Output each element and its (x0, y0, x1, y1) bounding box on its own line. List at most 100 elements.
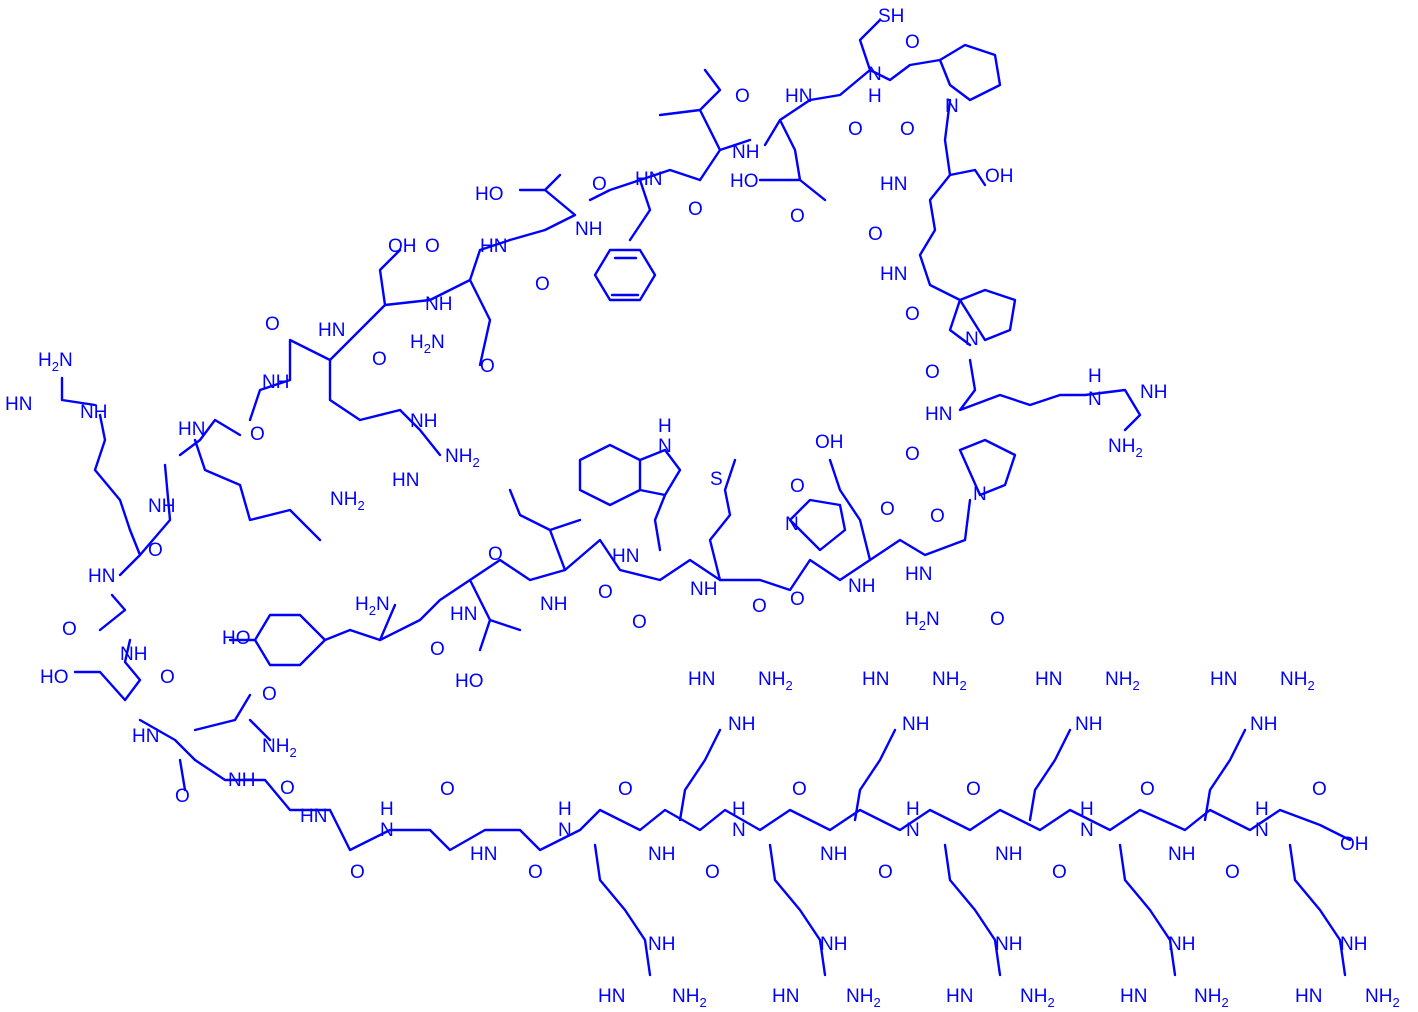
label-nh-guan-dn2: NH (820, 934, 847, 955)
bond-cys (808, 18, 942, 102)
label-ho-thr3: HO (455, 671, 484, 692)
bond-asn-left (193, 693, 272, 742)
atom-labels: H2N HN NH NH O HN O NH HO O HN O NH2 O N… (5, 6, 1400, 1010)
label-o-arg2: O (265, 314, 280, 335)
bond-tyr (228, 603, 397, 667)
label-nh2-guan-dn1: NH2 (672, 986, 707, 1010)
label-nh-guan-dn3: NH (995, 934, 1022, 955)
label-h-arg3: H (1088, 366, 1102, 387)
label-hn-thr3: HN (450, 604, 477, 625)
label-hn-asn: HN (132, 726, 159, 747)
label-hn-asn5: HN (905, 564, 932, 585)
label-nh-arg11: NH (1168, 844, 1195, 865)
label-n-arg3: N (1088, 389, 1102, 410)
label-h-arg4: H (558, 799, 572, 820)
bond-ser-left (73, 670, 127, 702)
label-o-asn: O (262, 684, 277, 705)
label-nh2-guan-dn4: NH2 (1194, 986, 1229, 1010)
label-o-phe: O (592, 174, 607, 195)
label-hn-phe: HN (635, 169, 662, 190)
label-nh-met: NH (690, 579, 717, 600)
label-hn-lys: HN (178, 419, 205, 440)
bond-met (708, 458, 737, 582)
bond-gly-arg2 (248, 338, 442, 457)
label-o-asn3: O (425, 236, 440, 257)
label-n-arg4: N (558, 820, 572, 841)
label-hn-arg2: HN (318, 320, 345, 341)
label-hn-guan-dn2: HN (772, 986, 799, 1007)
label-o-arg7: O (878, 862, 893, 883)
label-o-met: O (752, 596, 767, 617)
label-nh-arg9: NH (995, 844, 1022, 865)
label-nh-guan-up4: NH (1250, 714, 1277, 735)
label-o-asp: O (735, 86, 750, 107)
label-o-thr: O (535, 274, 550, 295)
label-o-trp: O (632, 612, 647, 633)
label-o-pro3: O (930, 506, 945, 527)
label-ho-tyr: HO (222, 628, 251, 649)
label-nh2-guan-up3: NH2 (1105, 669, 1140, 693)
label-n-trp: N (658, 436, 672, 457)
label-h2n-arg1: H2N (38, 350, 73, 374)
label-hn-guan-dn4: HN (1120, 986, 1147, 1007)
label-o-ser: O (160, 667, 175, 688)
bond-gly-chain (193, 758, 1352, 852)
label-hn-arg2b: HN (392, 470, 419, 491)
label-oh-thr2: OH (985, 166, 1014, 187)
label-oh-cterm: OH (1340, 834, 1369, 855)
label-o-pro1b: O (900, 119, 915, 140)
bond-ile-mid (508, 488, 582, 572)
label-o-pro2: O (925, 362, 940, 383)
label-h-arg6: H (732, 799, 746, 820)
bond-arg1-sidechain (60, 376, 132, 532)
label-nh2-guan-dn3: NH2 (1020, 986, 1055, 1010)
label-h2n-tyr: H2N (355, 594, 390, 618)
label-nh-arg1: NH (80, 402, 107, 423)
bond-arg-down-1 (593, 843, 652, 977)
label-h-cys: H (868, 86, 882, 107)
label-o-gly: O (250, 424, 265, 445)
bond-phenyl-ring (593, 248, 657, 302)
label-hn-guan-dn1: HN (598, 986, 625, 1007)
label-o-asn5: O (990, 609, 1005, 630)
label-nh2-asn: NH2 (262, 736, 297, 760)
bond-thr-mid (468, 578, 522, 652)
label-hn-guan-up1: HN (688, 669, 715, 690)
label-n-arg8: N (906, 820, 920, 841)
label-o-pro1: O (905, 32, 920, 53)
label-o-1: O (148, 540, 163, 561)
label-nh2-guan-up2: NH2 (932, 669, 967, 693)
label-o-ile: O (598, 582, 613, 603)
bond-ile-top (658, 68, 752, 182)
label-oh-ser: OH (388, 236, 417, 257)
label-nh-arg2: NH (410, 411, 437, 432)
label-ho-asp: HO (730, 171, 759, 192)
label-n-cys: N (868, 64, 882, 85)
label-nh-ser2: NH (425, 294, 452, 315)
label-hn-arg3: HN (925, 404, 952, 425)
label-nh-arg5: NH (648, 844, 675, 865)
label-o-arg8: O (966, 779, 981, 800)
bond-pro-ring-mid (958, 288, 1017, 342)
label-o-phe2: O (688, 199, 703, 220)
label-n-arg12: N (1255, 820, 1269, 841)
bond-lys (138, 418, 322, 557)
bond-right-column (918, 98, 972, 347)
label-o-arg6: O (792, 779, 807, 800)
label-h-gly5: H (380, 799, 394, 820)
label-o-asn2: O (175, 786, 190, 807)
label-nh-guan-up3: NH (1075, 714, 1102, 735)
label-o-asn4: O (480, 356, 495, 377)
label-hn-guan-dn3: HN (946, 986, 973, 1007)
label-nh-ile: NH (732, 142, 759, 163)
label-nh2-lys: NH2 (330, 489, 365, 513)
label-ho-thr: HO (475, 184, 504, 205)
label-o-gly3: O (905, 304, 920, 325)
label-o-thr2: O (868, 224, 883, 245)
label-o-arg9: O (1052, 862, 1067, 883)
label-s-met: S (710, 469, 723, 490)
label-n-arg6: N (732, 820, 746, 841)
bond-arg-down-2 (768, 843, 827, 977)
bond-arg-up-2 (853, 728, 897, 822)
